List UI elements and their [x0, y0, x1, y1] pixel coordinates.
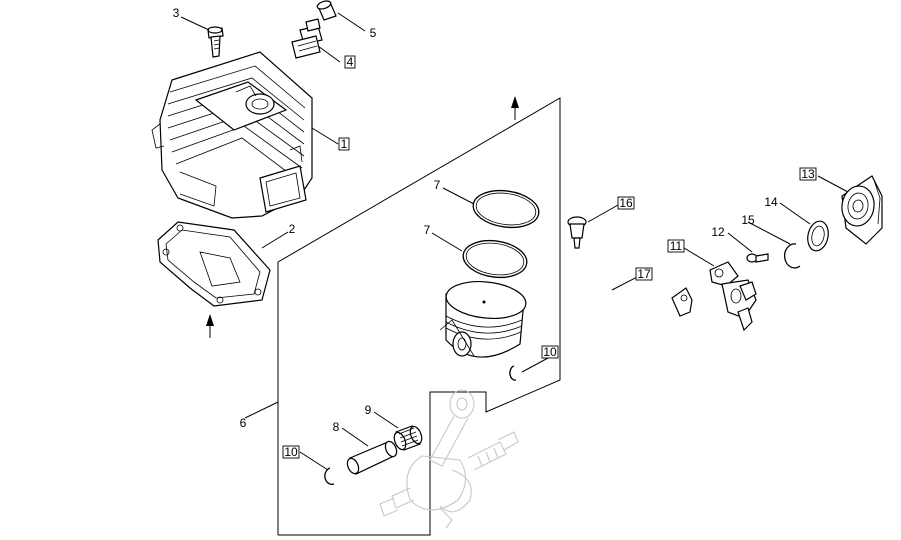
callout-12: 12: [711, 225, 725, 239]
up-arrow-icon: [511, 96, 519, 120]
callout-15: 15: [741, 213, 755, 227]
callout-6: 6: [240, 416, 247, 430]
callout-label-13: 13: [801, 167, 815, 181]
callout-8: 8: [333, 420, 340, 434]
crankshaft-ghost: [379, 389, 519, 529]
callout-label-3: 3: [173, 6, 180, 20]
callout-label-17: 17: [637, 267, 651, 281]
washer-part: [807, 220, 829, 252]
assembly-frame: [244, 97, 561, 536]
drive-wheel-part: [841, 175, 883, 245]
callout-13: 13: [799, 167, 817, 181]
callout-label-5: 5: [370, 26, 377, 40]
circlip-part-right: [509, 365, 517, 381]
callout-14: 14: [764, 195, 778, 209]
callout-7-lower: 7: [424, 223, 431, 237]
circlip-part-left: [324, 467, 335, 485]
callout-7-upper: 7: [434, 178, 441, 192]
up-arrow-icon-2: [206, 314, 214, 338]
callout-label-8: 8: [333, 420, 340, 434]
hose-part: [590, 274, 693, 319]
clip-part: [783, 243, 801, 269]
valve-part: [291, 18, 323, 59]
callout-label-7-upper: 7: [434, 178, 441, 192]
callout-9: 9: [365, 403, 372, 417]
leader-lines: [180, 12, 849, 471]
callout-16: 16: [617, 196, 635, 210]
gasket-part: [157, 221, 271, 307]
callout-label-2: 2: [289, 222, 296, 236]
piston-part: [439, 281, 527, 358]
callout-10-right: 10: [541, 345, 559, 359]
callout-17: 17: [635, 267, 653, 281]
callout-label-15: 15: [741, 213, 755, 227]
piston-ring-upper: [472, 189, 540, 229]
bolt-part: [207, 26, 224, 58]
callout-label-6: 6: [240, 416, 247, 430]
callout-5: 5: [370, 26, 377, 40]
oil-pump-part: [709, 261, 757, 332]
callout-label-16: 16: [619, 196, 633, 210]
callout-label-14: 14: [764, 195, 778, 209]
callout-label-9: 9: [365, 403, 372, 417]
fitting-part: [567, 216, 587, 249]
cylinder-part: [151, 51, 313, 219]
callout-3: 3: [173, 6, 180, 20]
screw-part: [746, 253, 769, 263]
callout-10-left: 10: [282, 445, 300, 459]
cap-part: [316, 0, 337, 21]
callout-label-4: 4: [347, 55, 354, 69]
callout-label-1: 1: [341, 137, 348, 151]
callout-label-10-left: 10: [284, 445, 298, 459]
callout-label-11: 11: [670, 239, 683, 253]
callout-1: 1: [338, 137, 350, 151]
piston-pin-part: [346, 440, 398, 475]
callout-11: 11: [667, 239, 685, 253]
piston-ring-lower: [462, 239, 528, 279]
callout-label-7-lower: 7: [424, 223, 431, 237]
callout-4: 4: [344, 55, 356, 69]
callout-label-10-right: 10: [543, 345, 557, 359]
callout-label-12: 12: [711, 225, 725, 239]
needle-bearing-part: [393, 425, 423, 451]
callout-2: 2: [289, 222, 296, 236]
